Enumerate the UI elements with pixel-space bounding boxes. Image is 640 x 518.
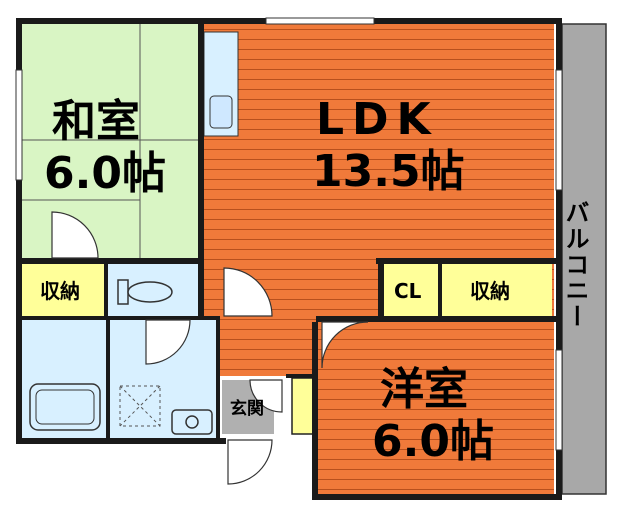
storage-right-area bbox=[442, 264, 552, 316]
youshitsu-floor bbox=[318, 322, 554, 494]
ldk-size: 13.5帖 bbox=[312, 146, 465, 197]
balcony-label: バルコニー bbox=[561, 200, 589, 330]
washitsu-size: 6.0帖 bbox=[44, 148, 166, 199]
kitchen-sink-icon bbox=[209, 95, 233, 129]
washing-machine-icon bbox=[119, 385, 161, 427]
cl-area bbox=[384, 264, 438, 316]
hall-floor bbox=[220, 316, 316, 376]
washitsu-floor bbox=[22, 24, 198, 260]
youshitsu-name: 洋室 bbox=[380, 364, 468, 415]
balcony-area bbox=[561, 23, 607, 495]
doors bbox=[51, 211, 369, 485]
youshitsu-size: 6.0帖 bbox=[372, 416, 494, 467]
storage-left-label: 収納 bbox=[40, 279, 80, 303]
sink-icon bbox=[171, 409, 213, 435]
ldk-name: LDK bbox=[316, 94, 439, 145]
washitsu-name: 和室 bbox=[52, 96, 140, 147]
tatami-lines bbox=[22, 24, 198, 260]
shoe-cabinet bbox=[291, 377, 315, 435]
storage-right-label: 収納 bbox=[470, 279, 510, 303]
windows bbox=[15, 17, 563, 451]
bathtub-icon bbox=[29, 383, 101, 431]
toilet-icon bbox=[117, 279, 173, 305]
storage-left-area bbox=[22, 264, 104, 316]
entrance-label: 玄関 bbox=[230, 398, 264, 419]
cl-label: CL bbox=[394, 279, 422, 303]
